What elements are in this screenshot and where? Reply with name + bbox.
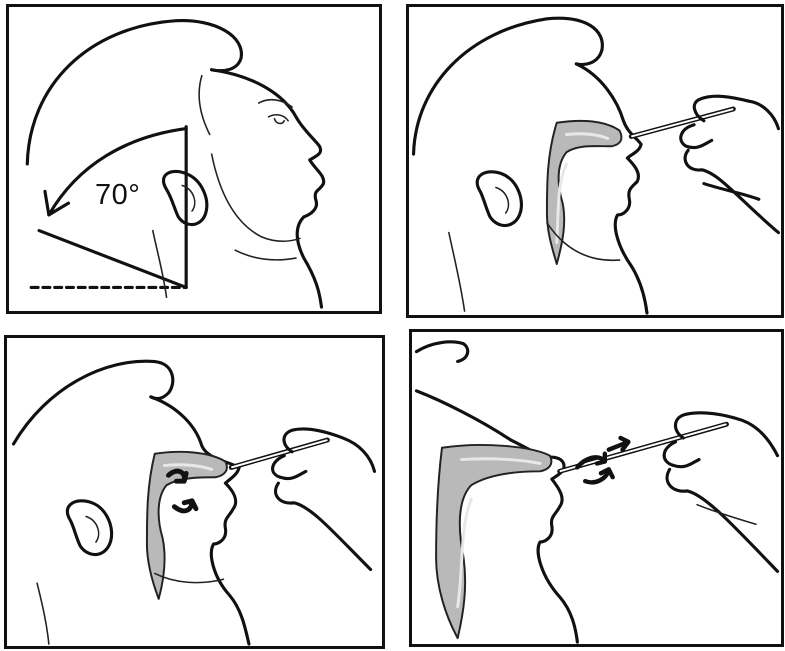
hand-icon: [681, 96, 779, 232]
step-3-rotate-swab-panel: [4, 335, 385, 649]
step-4-remove-swab-panel: [409, 329, 784, 647]
hand-icon: [664, 413, 777, 572]
rotate-swab-illustration: [7, 338, 382, 646]
step-1-head-tilt-panel: 70°: [6, 4, 382, 314]
remove-swab-illustration: [412, 332, 781, 644]
hand-icon: [273, 429, 375, 570]
insert-swab-illustration: [409, 7, 781, 315]
nasal-cavity: [436, 445, 551, 638]
step-2-insert-swab-panel: [406, 4, 784, 318]
head-tilt-illustration: [9, 7, 379, 311]
double-arrow-icon: [577, 438, 628, 482]
angle-label: 70°: [95, 179, 140, 212]
